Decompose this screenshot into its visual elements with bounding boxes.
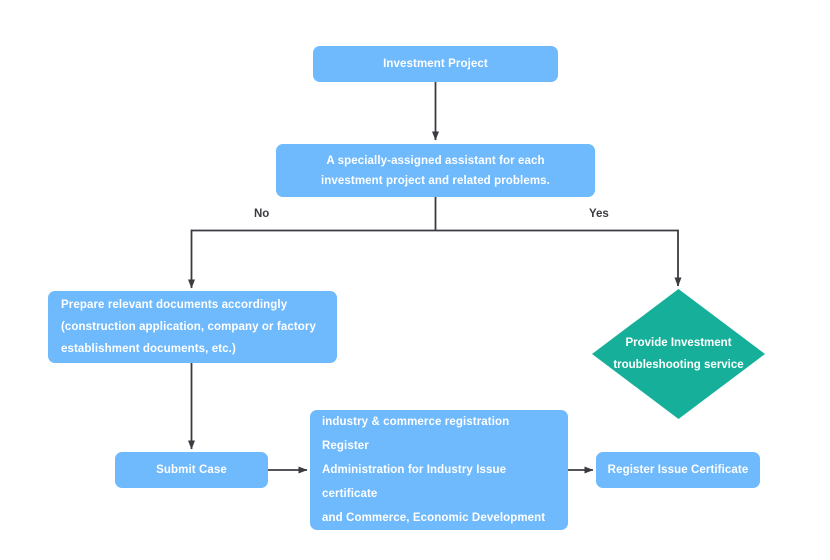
node-procedures-line-3: Administration for Industry Issue certif… [322, 464, 507, 500]
node-submit-case[interactable]: Submit Case [115, 452, 268, 488]
node-procedures-line-4: and Commerce, Economic Development [322, 512, 546, 524]
node-submit-case-label: Submit Case [156, 464, 227, 476]
node-assistant-line-1: A specially-assigned assistant for each [326, 154, 545, 167]
node-troubleshooting-line-2: troubleshooting service [613, 359, 744, 371]
node-troubleshooting-label: Provide Investment troubleshooting servi… [592, 289, 765, 419]
node-assistant-label: A specially-assigned assistant for each … [292, 151, 579, 191]
node-prepare-documents-line-3: establishment documents, etc.) [61, 343, 236, 355]
node-register-issue-certificate-label: Register Issue Certificate [607, 464, 749, 476]
node-prepare-documents-line-1: Prepare relevant documents accordingly [61, 299, 288, 311]
node-troubleshooting-line-1: Provide Investment [625, 337, 732, 349]
node-investment-project-label: Investment Project [383, 58, 488, 70]
branch-label-no: No [254, 208, 270, 220]
node-investment-project[interactable]: Investment Project [313, 46, 558, 82]
node-specially-assigned-assistant[interactable]: A specially-assigned assistant for each … [276, 144, 595, 197]
node-prepare-documents-label: Prepare relevant documents accordingly (… [61, 294, 324, 360]
node-assistant-line-2: investment project and related problems. [321, 174, 550, 187]
node-procedures-single-window-service[interactable]: Procedures of single-window service for … [310, 392, 568, 548]
node-provide-investment-troubleshooting-service[interactable]: Provide Investment troubleshooting servi… [592, 289, 765, 419]
node-prepare-documents-line-2: (construction application, company or fa… [61, 321, 316, 333]
branch-label-yes: Yes [589, 208, 609, 220]
node-prepare-relevant-documents[interactable]: Prepare relevant documents accordingly (… [48, 291, 337, 363]
node-register-issue-certificate[interactable]: Register Issue Certificate [596, 452, 760, 488]
node-procedures-line-1: Procedures of single-window service for [322, 392, 548, 404]
node-procedures-label: Procedures of single-window service for … [322, 386, 556, 554]
node-procedures-line-5: Bureau, Tainan City Government [322, 536, 504, 548]
node-procedures-line-2: industry & commerce registration Registe… [322, 416, 510, 452]
